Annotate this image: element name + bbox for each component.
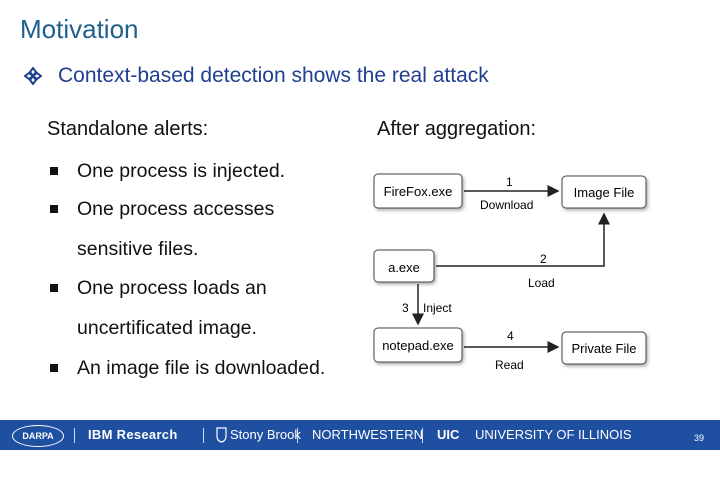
edge-3-label: Inject xyxy=(423,301,452,315)
uic-subtitle-line-2: AT CHICAGO xyxy=(475,457,555,472)
private-file-label: Private File xyxy=(571,341,636,356)
private-file-node: Private File xyxy=(561,331,647,365)
square-bullet-icon xyxy=(50,167,58,175)
main-point: Context-based detection shows the real a… xyxy=(24,64,489,88)
footer-bar: DARPA IBM Research Stony Brook Universit… xyxy=(0,420,720,472)
uic-subtitle: UNIVERSITY OF ILLINOIS AT CHICAGO xyxy=(475,420,632,472)
bullet-text: An image file is downloaded. xyxy=(77,357,326,379)
edge-3-number: 3 xyxy=(402,301,409,315)
northwestern-line-1: NORTHWESTERN xyxy=(312,427,423,442)
standalone-heading: Standalone alerts: xyxy=(47,118,209,140)
edge-4-number: 4 xyxy=(507,329,514,343)
footer-divider xyxy=(74,428,75,443)
notepad-label: notepad.exe xyxy=(382,338,454,353)
aggregation-heading: After aggregation: xyxy=(377,118,536,140)
footer-divider xyxy=(297,428,298,443)
edge-1-label: Download xyxy=(480,198,533,212)
edge-load xyxy=(436,212,610,267)
stony-brook-logo: Stony Brook University xyxy=(230,420,301,472)
bullet-text: One process is injected. xyxy=(77,160,286,182)
bullet-item: An image file is downloaded. xyxy=(50,348,360,388)
northwestern-logo: NORTHWESTERN UNIVERSITY xyxy=(312,420,423,469)
edge-1-number: 1 xyxy=(506,175,513,189)
square-bullet-icon xyxy=(50,364,58,372)
footer-divider xyxy=(422,428,423,443)
notepad-node: notepad.exe xyxy=(373,327,463,363)
uic-logo: UIC xyxy=(437,427,460,442)
main-point-text: Context-based detection shows the real a… xyxy=(58,64,489,87)
edge-2-label: Load xyxy=(528,276,555,290)
image-file-label: Image File xyxy=(574,185,635,200)
slide-title: Motivation xyxy=(20,14,139,44)
uic-subtitle-line-1: UNIVERSITY OF ILLINOIS xyxy=(475,427,632,442)
edge-2-number: 2 xyxy=(540,252,547,266)
page-number: 39 xyxy=(694,433,705,443)
square-bullet-icon xyxy=(50,284,58,292)
footer-divider xyxy=(203,428,204,443)
bullet-item: One process loads an uncertificated imag… xyxy=(50,268,310,348)
stony-brook-line-2: University xyxy=(230,457,288,472)
firefox-label: FireFox.exe xyxy=(384,184,453,199)
attack-graph: FireFox.exe Image File a.exe notepad.exe… xyxy=(373,173,647,372)
ibm-research-logo: IBM Research xyxy=(88,427,178,442)
bullet-text: One process accesses sensitive files. xyxy=(77,198,275,260)
northwestern-line-2: UNIVERSITY xyxy=(343,460,392,469)
darpa-logo: DARPA xyxy=(12,425,64,447)
image-file-node: Image File xyxy=(561,175,647,209)
edge-4-label: Read xyxy=(495,358,524,372)
a-exe-label: a.exe xyxy=(388,260,420,275)
bullet-item: One process accesses sensitive files. xyxy=(50,189,310,269)
bullet-item: One process is injected. xyxy=(50,151,360,191)
a-exe-node: a.exe xyxy=(373,249,435,283)
diamond-bullet-icon xyxy=(24,67,42,85)
stony-brook-line-1: Stony Brook xyxy=(230,427,301,442)
bullet-text: One process loads an uncertificated imag… xyxy=(77,277,267,339)
shield-icon xyxy=(216,427,227,443)
square-bullet-icon xyxy=(50,205,58,213)
firefox-node: FireFox.exe xyxy=(373,173,463,209)
